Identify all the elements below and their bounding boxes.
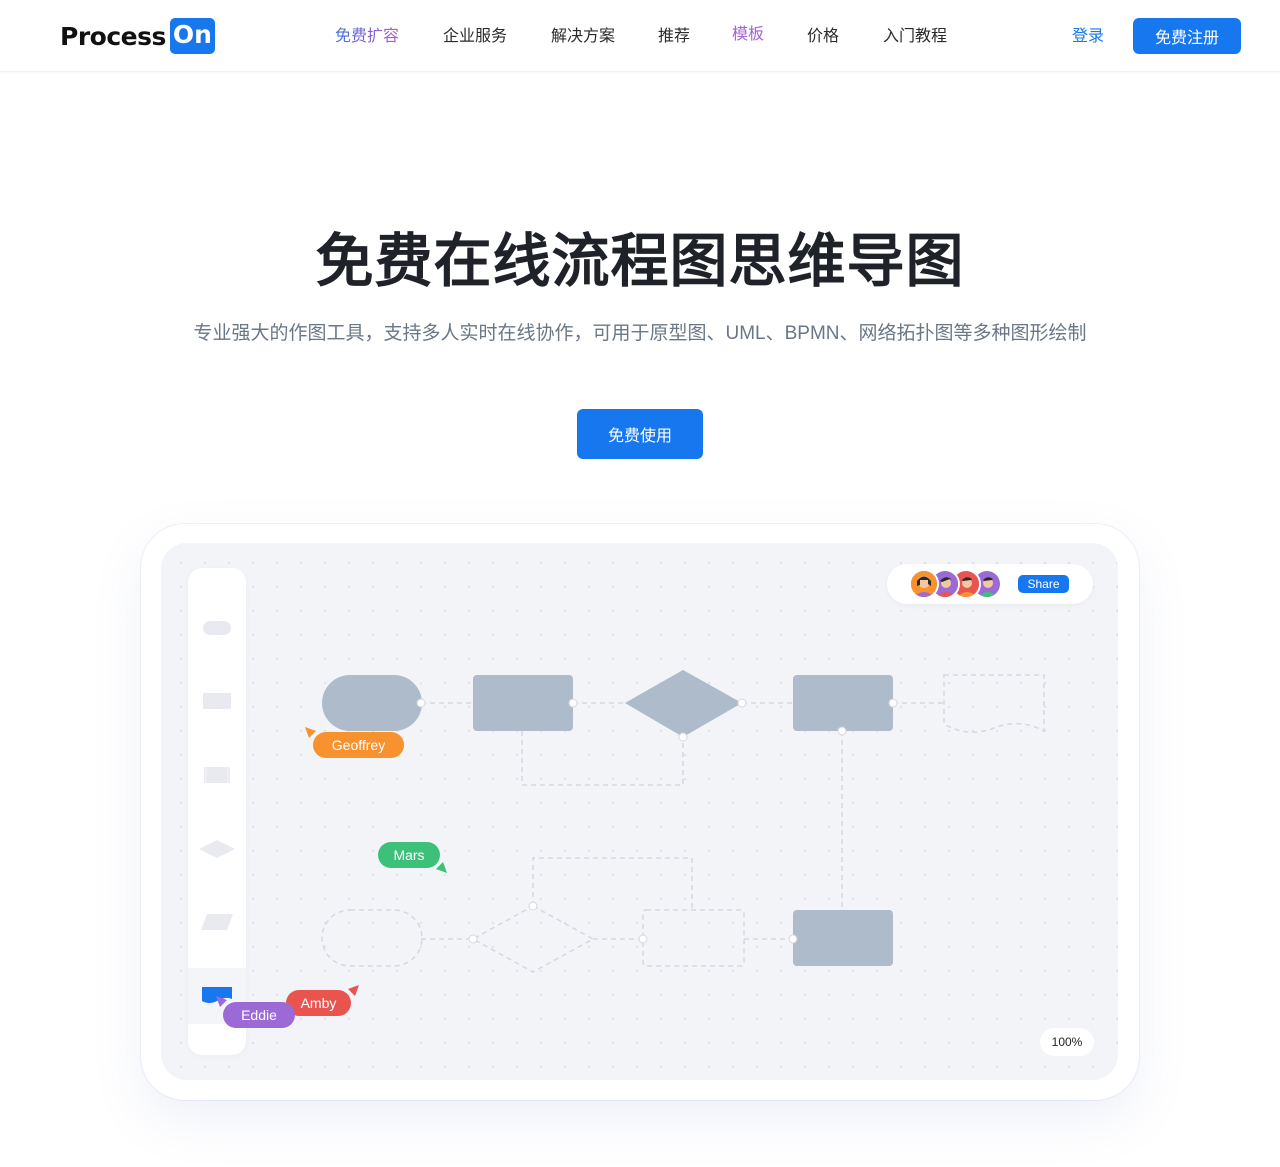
avatar — [972, 569, 1002, 599]
eddie-cursor-icon — [216, 996, 227, 1007]
logo-text: Process — [60, 21, 166, 51]
decision-diamond-shape — [625, 670, 742, 737]
login-link[interactable]: 登录 — [1072, 28, 1105, 45]
start-terminator-shape — [322, 675, 422, 731]
collaborator-tag-mars: Mars — [378, 842, 440, 868]
top-navigation-bar: Process On 免费扩容 企业服务 解决方案 推荐 模板 价格 入门教程 … — [0, 0, 1280, 72]
shape-toolbar — [188, 568, 246, 1055]
tool-subprocess[interactable] — [188, 747, 246, 803]
collaborator-tag-geoffrey: Geoffrey — [313, 732, 404, 758]
zoom-level-indicator[interactable]: 100% — [1040, 1028, 1094, 1056]
tool-diamond[interactable] — [188, 821, 246, 877]
diamond-shape-icon — [199, 840, 235, 858]
register-button[interactable]: 免费注册 — [1133, 18, 1241, 54]
process-rectangle-shape-3 — [793, 910, 893, 966]
hero-subtitle: 专业强大的作图工具，支持多人实时在线协作，可用于原型图、UML、BPMN、网络拓… — [193, 323, 1087, 344]
collaborator-tag-amby: Amby — [286, 990, 351, 1016]
nav-item-solutions[interactable]: 解决方案 — [551, 28, 616, 45]
tool-rectangle[interactable] — [188, 673, 246, 729]
process-rectangle-shape — [473, 675, 573, 731]
process-rectangle-shape-2 — [793, 675, 893, 731]
nav-item-templates[interactable]: 模板 — [732, 26, 765, 43]
free-use-button[interactable]: 免费使用 — [577, 409, 703, 459]
logo-badge: On — [169, 18, 215, 54]
rectangle-shape-icon — [203, 693, 231, 709]
tool-parallelogram[interactable] — [188, 894, 246, 950]
subprocess-shape-icon — [204, 767, 230, 783]
nav-item-pricing[interactable]: 价格 — [807, 28, 840, 45]
amby-cursor-icon — [348, 985, 359, 996]
share-button[interactable]: Share — [1018, 575, 1069, 593]
nav-item-tutorial[interactable]: 入门教程 — [883, 28, 948, 45]
parallelogram-shape-icon — [201, 914, 233, 930]
nav-item-enterprise-service[interactable]: 企业服务 — [443, 28, 508, 45]
avatar — [909, 569, 939, 599]
geoffrey-cursor-icon — [305, 727, 316, 738]
mars-cursor-icon — [436, 862, 447, 873]
processon-logo[interactable]: Process On — [60, 17, 215, 55]
nav-item-free-expansion[interactable]: 免费扩容 — [335, 25, 399, 49]
share-bar: Share — [887, 564, 1093, 604]
tool-terminator[interactable] — [188, 600, 246, 656]
hero-title: 免费在线流程图思维导图 — [315, 229, 965, 294]
collaborator-tag-eddie: Eddie — [223, 1002, 295, 1028]
nav-item-recommend[interactable]: 推荐 — [658, 28, 691, 45]
terminator-shape-icon — [203, 621, 231, 635]
user-avatar-icon — [911, 571, 937, 597]
document-shape-icon — [202, 987, 232, 1003]
